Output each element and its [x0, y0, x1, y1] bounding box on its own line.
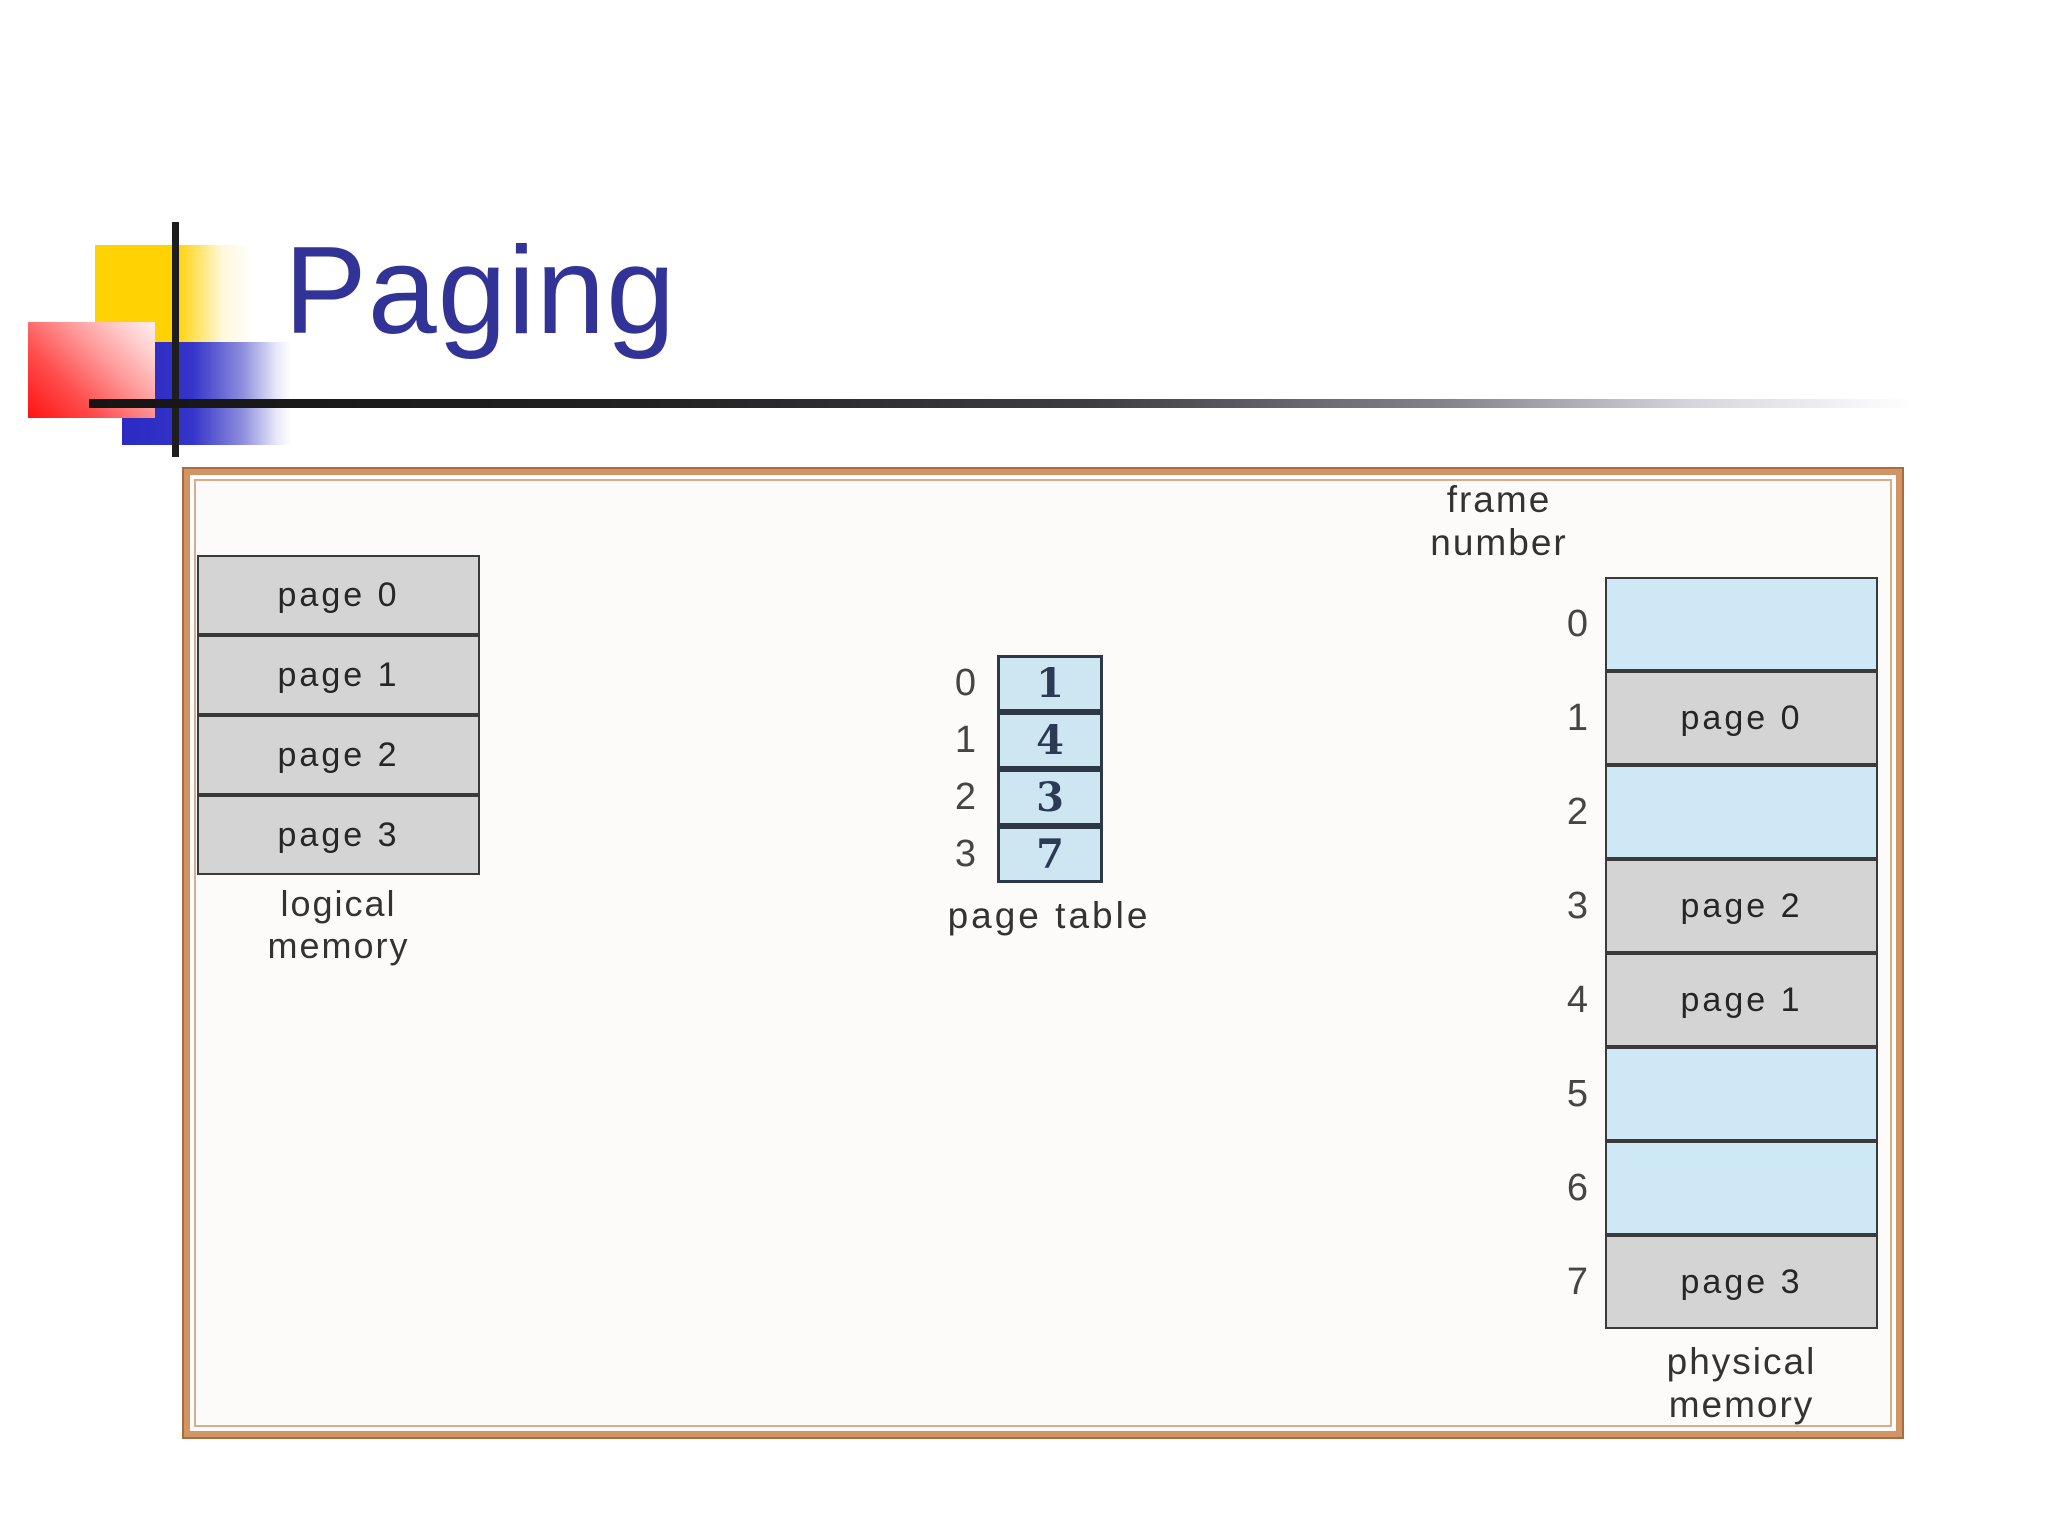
logical-memory-label-line1: logical — [280, 883, 397, 924]
frame-number-label-line2: number — [1430, 521, 1568, 563]
slide-title: Paging — [284, 222, 677, 360]
page-table-cell-3: 7 — [997, 826, 1103, 883]
physical-memory-label-line2: memory — [1668, 1383, 1815, 1425]
frame-index-0: 0 — [1566, 602, 1589, 645]
logical-memory-box-3: page 3 — [197, 795, 480, 875]
logical-memory-label-line2: memory — [267, 924, 410, 966]
frame-index-5: 5 — [1566, 1072, 1589, 1115]
page-table-label: page table — [947, 895, 1151, 936]
physical-frame-0 — [1605, 577, 1878, 671]
frame-index-2: 2 — [1566, 790, 1589, 833]
physical-frame-6 — [1605, 1141, 1878, 1235]
physical-frame-4: page 1 — [1605, 953, 1878, 1047]
frame-index-4: 4 — [1566, 978, 1589, 1021]
page-table-index-0: 0 — [954, 662, 977, 704]
title-underline-rule — [89, 399, 1913, 408]
logical-memory-box-1: page 1 — [197, 635, 480, 715]
page-table-cell-1: 4 — [997, 712, 1103, 769]
logical-memory-label: logical memory — [197, 883, 480, 967]
page-table-index-3: 3 — [954, 833, 977, 875]
paging-diagram: frame number page 0 page 1 page 2 page 3… — [182, 467, 1904, 1439]
physical-frame-7: page 3 — [1605, 1235, 1878, 1329]
page-table-index-1: 1 — [954, 719, 977, 761]
decor-vertical-line — [172, 222, 179, 457]
frame-index-6: 6 — [1566, 1166, 1589, 1209]
frame-index-1: 1 — [1566, 696, 1589, 739]
page-table-cell-0: 1 — [997, 655, 1103, 712]
physical-frame-5 — [1605, 1047, 1878, 1141]
logical-memory-box-0: page 0 — [197, 555, 480, 635]
frame-number-label-line1: frame — [1446, 479, 1552, 520]
frame-index-3: 3 — [1566, 884, 1589, 927]
physical-frame-3: page 2 — [1605, 859, 1878, 953]
physical-memory-label: physical memory — [1605, 1341, 1878, 1427]
physical-frame-2 — [1605, 765, 1878, 859]
logical-memory-box-2: page 2 — [197, 715, 480, 795]
physical-frame-1: page 0 — [1605, 671, 1878, 765]
frame-number-label: frame number — [1389, 479, 1609, 565]
physical-memory-label-line1: physical — [1666, 1341, 1817, 1382]
page-table-cell-2: 3 — [997, 769, 1103, 826]
frame-index-7: 7 — [1566, 1260, 1589, 1303]
page-table-index-2: 2 — [954, 776, 977, 818]
